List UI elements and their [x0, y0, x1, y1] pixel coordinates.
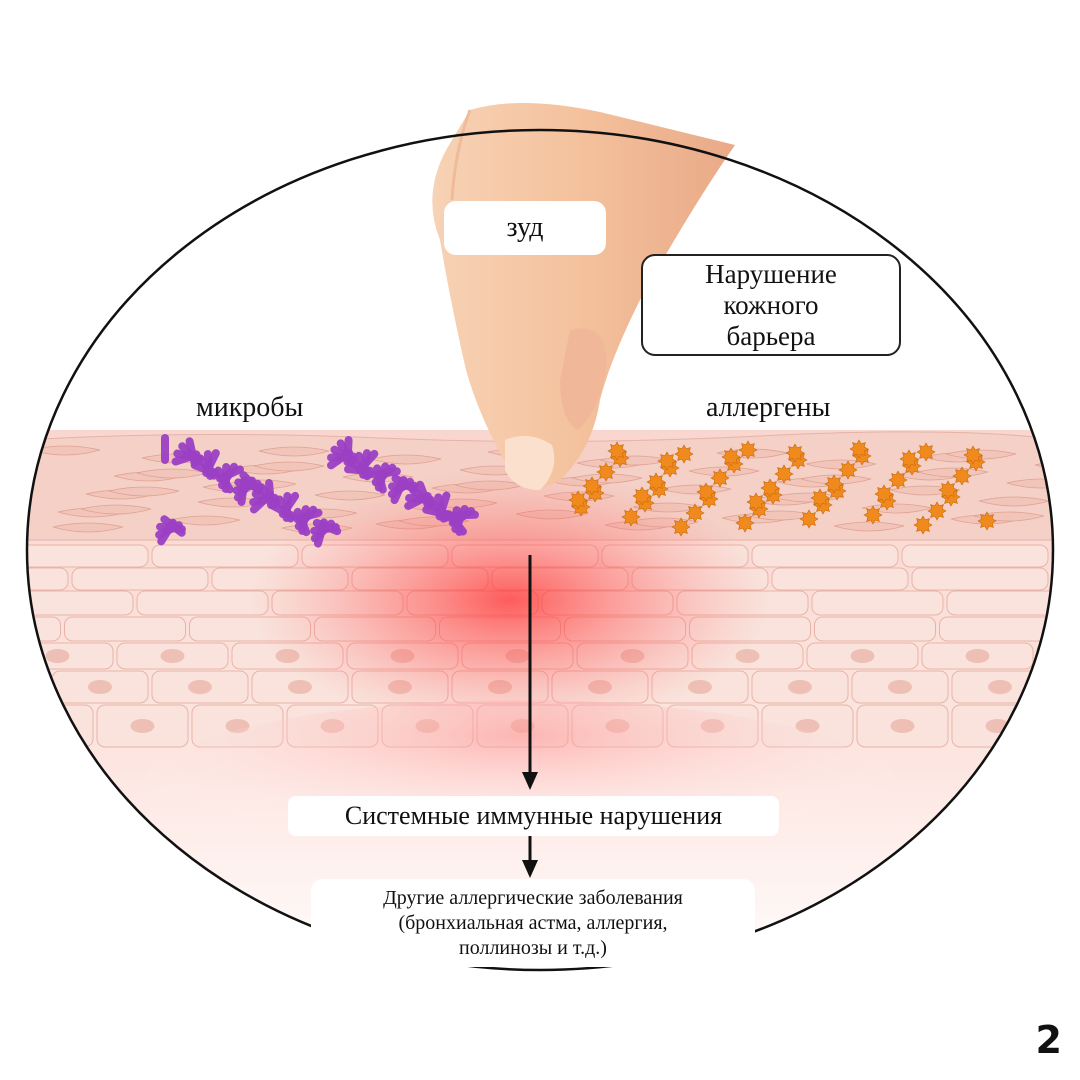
page-number: 2: [1035, 1018, 1062, 1062]
microbe-icon: [155, 434, 479, 548]
diagram-frame-ellipse: [25, 128, 1055, 972]
systemic-immune-label: Системные иммунные нарушения: [344, 801, 723, 830]
microbes-label: микробы: [196, 392, 304, 423]
finger-icon: [432, 102, 735, 490]
arrow-icon: [522, 555, 538, 878]
systemic-immune-box: Системные иммунные нарушения: [288, 796, 779, 836]
allergens-label: аллергены: [706, 392, 831, 423]
itch-label-box: зуд: [444, 201, 606, 255]
other-allergic-diseases-box: Другие аллергические заболевания (бронхи…: [311, 879, 755, 967]
barrier-disruption-box: Нарушение кожного барьера: [641, 254, 901, 356]
other-allergic-diseases-label: Другие аллергические заболевания (бронхи…: [383, 886, 683, 959]
barrier-disruption-label: Нарушение кожного барьера: [705, 258, 837, 351]
itch-label: зуд: [506, 212, 544, 243]
skin-cross-section: [27, 430, 1053, 970]
